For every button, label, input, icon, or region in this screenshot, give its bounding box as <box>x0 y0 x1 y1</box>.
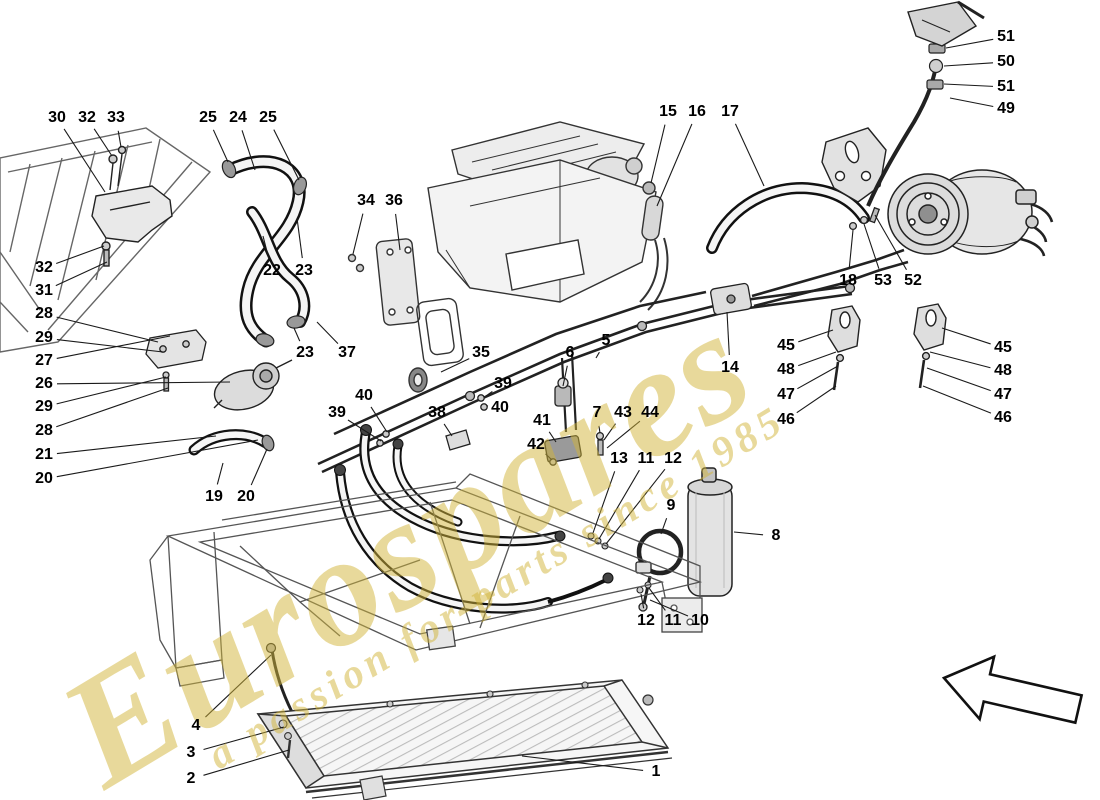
pipe-bracket-left <box>827 305 861 391</box>
hose-17 <box>706 181 870 254</box>
pump-bracket <box>145 329 207 392</box>
condenser-pipe <box>265 642 294 713</box>
lower-hose <box>188 429 275 456</box>
pipe-bracket-right <box>913 303 947 389</box>
condenser <box>256 679 673 800</box>
receiver-drier <box>587 467 733 612</box>
compressor <box>887 169 1039 255</box>
chassis-frame <box>149 473 703 687</box>
charge-pipe <box>866 0 985 207</box>
chassis-rail <box>0 127 212 353</box>
water-pump <box>213 359 293 411</box>
evaporator-unit <box>347 121 669 393</box>
engine-mount-bracket <box>91 145 173 267</box>
leader-lines <box>55 38 994 776</box>
heater-hoses <box>221 155 311 348</box>
compressor-bracket <box>821 127 887 203</box>
direction-arrow-icon <box>941 654 1084 725</box>
